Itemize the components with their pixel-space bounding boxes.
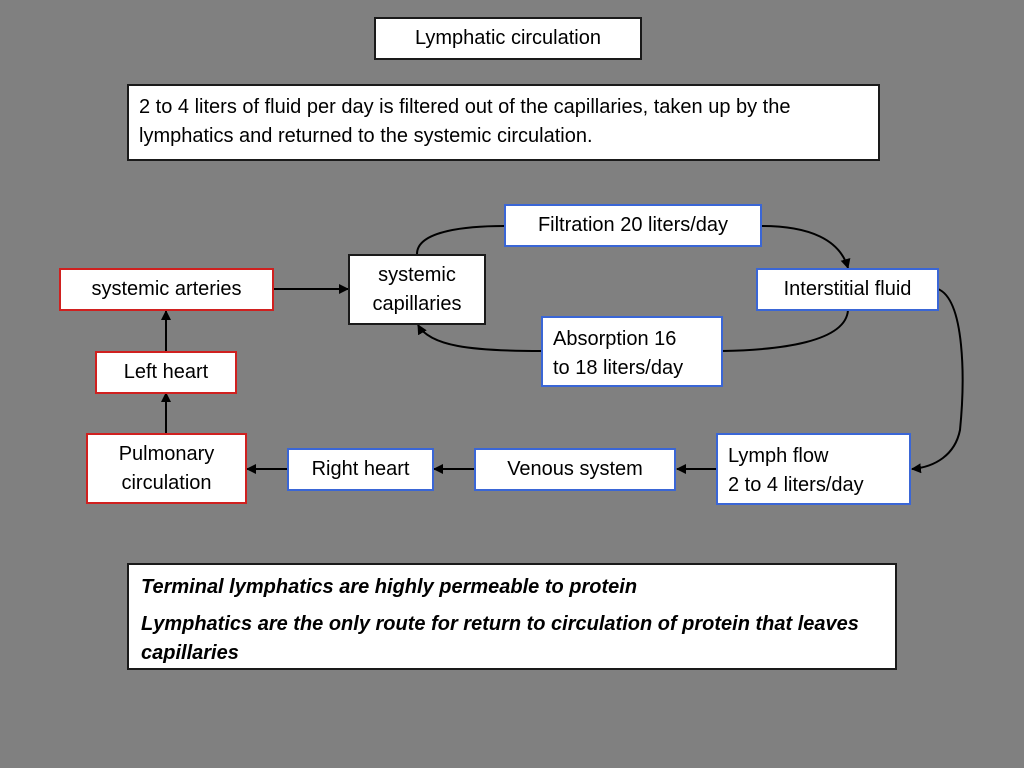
node-left-heart-label: Left heart [123,361,209,383]
intro-box: 2 to 4 liters of fluid per day is filter… [127,84,880,161]
intro-text: 2 to 4 liters of fluid per day is filter… [139,96,791,147]
node-systemic-capillaries: systemic capillaries [348,254,486,325]
node-absorption-label: Absorption 16 to 18 liters/day [553,328,684,379]
page-title: Lymphatic circulation [374,17,642,60]
node-systemic-capillaries-label: systemic capillaries [372,263,462,315]
node-right-heart-label: Right heart [311,458,410,480]
node-absorption: Absorption 16 to 18 liters/day [541,316,723,387]
node-systemic-arteries: systemic arteries [59,268,274,311]
note-line-1: Terminal lymphatics are highly permeable… [141,576,638,598]
node-filtration-label: Filtration 20 liters/day [537,214,729,236]
node-venous-system-label: Venous system [507,458,643,480]
arrow-interstitial-to-lymph [911,288,964,474]
arrow-absorption-to-capillaries [417,324,542,352]
node-lymph-flow: Lymph flow 2 to 4 liters/day [716,433,911,505]
arrow-filtration-to-interstitial [761,225,851,269]
note-line-2: Lymphatics are the only route for return… [141,613,859,664]
page-title-text: Lymphatic circulation [414,27,601,49]
node-lymph-flow-label: Lymph flow 2 to 4 liters/day [728,445,864,496]
node-filtration: Filtration 20 liters/day [504,204,762,247]
arrow-filtration-arc [416,225,505,255]
node-pulmonary-circulation: Pulmonary circulation [86,433,247,504]
node-venous-system: Venous system [474,448,676,491]
node-systemic-arteries-label: systemic arteries [91,278,242,300]
node-interstitial-fluid-label: Interstitial fluid [783,278,912,300]
node-right-heart: Right heart [287,448,434,491]
node-left-heart: Left heart [95,351,237,394]
node-interstitial-fluid: Interstitial fluid [756,268,939,311]
notes-box: Terminal lymphatics are highly permeable… [127,563,897,670]
arrow-interstitial-to-absorption [721,309,849,352]
node-pulmonary-circulation-label: Pulmonary circulation [118,442,215,494]
